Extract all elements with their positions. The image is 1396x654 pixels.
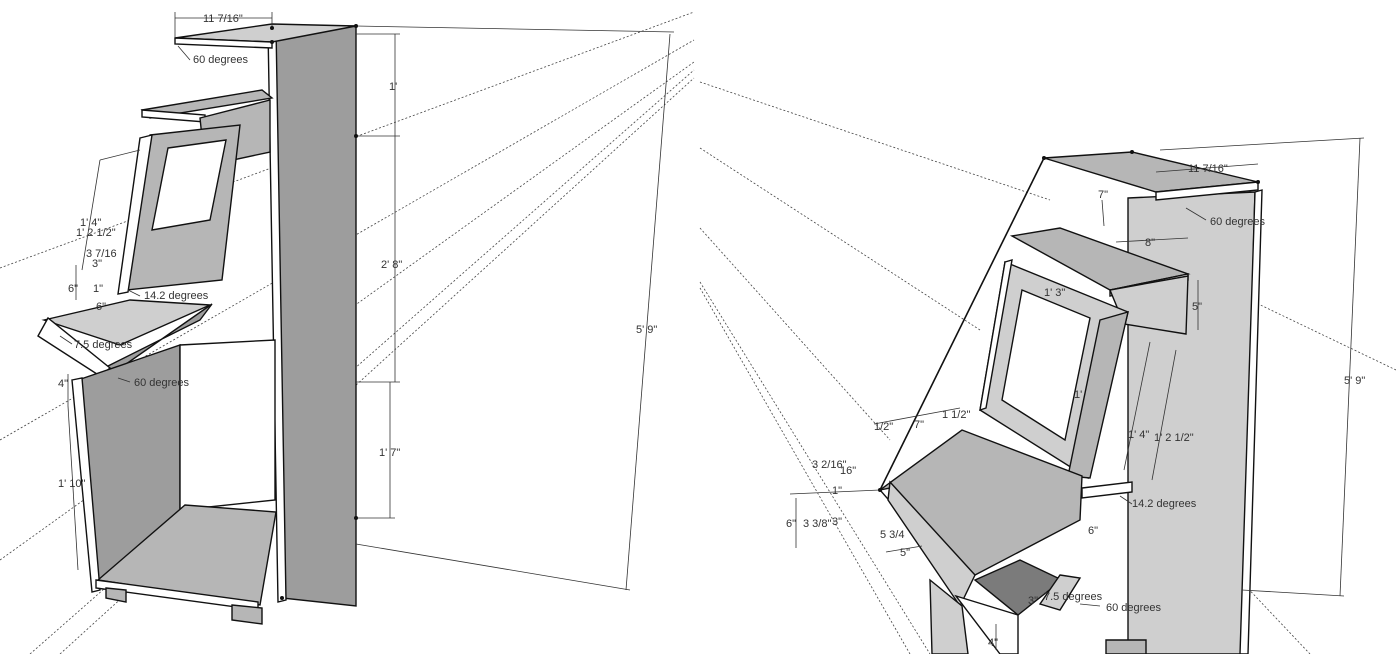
left-dim-small-6: 6" [68, 283, 78, 295]
right-dim-angle-top: 60 degrees [1210, 216, 1266, 228]
right-bezel-edge [979, 259, 1013, 412]
right-dim-top-depth: 11 7/16" [1188, 163, 1228, 175]
right-lower-side [1038, 574, 1082, 611]
right-dim-small-5: 5" [1192, 301, 1202, 313]
right-control-stick [1081, 481, 1133, 499]
left-dim-small-3-7: 3 7/16 [86, 248, 117, 260]
left-dim-top-depth: 11 7/16" [203, 13, 243, 25]
left-marquee-front [141, 109, 206, 123]
left-interior-back [179, 339, 276, 511]
left-lower-front-edge [71, 377, 101, 593]
left-top-cap-front [174, 37, 273, 49]
right-dim-small-16: 16" [840, 465, 856, 477]
right-dim-shelf-8: 8" [1145, 237, 1155, 249]
right-perspective-guides [699, 81, 1396, 654]
right-dim-angle-panel: 14.2 degrees [1132, 498, 1197, 510]
vertex-markers [270, 24, 1260, 600]
right-dimensions: 11 7/16" 60 degrees 7" 8" 5" 1' 3" 5' 9"… [786, 137, 1365, 650]
left-dim-angle-panel: 14.2 degrees [144, 290, 209, 302]
right-dim-top-1-1-2: 1 1/2" [942, 409, 970, 421]
right-lower-front [929, 578, 969, 654]
right-dim-top-1-2: 1/2" [874, 421, 893, 433]
left-dim-1ft7: 1' 7" [379, 447, 400, 459]
left-dimensions: 11 7/16" 60 degrees 1' 2' 8" 1' 7" 5' 9"… [58, 12, 675, 591]
right-dim-screen-1ft: 1' [1074, 389, 1082, 401]
right-dim-front-1ft2: 1' 2 1/2" [1154, 432, 1194, 444]
left-dim-small-1: 1" [93, 283, 103, 295]
right-dim-small-6b: 6" [1088, 525, 1098, 537]
right-dim-small-6: 6" [786, 518, 796, 530]
right-dim-total-height: 5' 9" [1344, 375, 1365, 387]
right-monitor-screen [1001, 289, 1091, 442]
right-dim-small-1: 1" [832, 485, 842, 497]
left-foot-right [231, 604, 263, 625]
left-control-panel-lip [37, 316, 112, 377]
right-lower-lip [954, 594, 1019, 654]
right-dim-angle-lower: 60 degrees [1106, 602, 1162, 614]
right-dim-small-5-3-4: 5 3/4 [880, 529, 904, 541]
left-dim-angle-top: 60 degrees [193, 54, 249, 66]
right-dim-angle-control: 7.5 degrees [1044, 591, 1103, 603]
right-dim-small-7: 7" [1098, 189, 1108, 201]
right-base-block [1105, 639, 1147, 654]
left-bezel-edge [117, 134, 153, 295]
left-dim-angle-control: 7.5 degrees [74, 339, 133, 351]
right-side-panel-edge [1239, 189, 1263, 654]
left-dim-front-1ft4: 1' 4" [80, 217, 101, 229]
right-dim-bezel-1ft3: 1' 3" [1044, 287, 1065, 299]
right-dim-small-3b: 3" [1028, 595, 1038, 607]
right-dim-small-4: 4" [988, 637, 998, 649]
right-dim-small-5: 5" [900, 547, 910, 559]
right-dim-front-1ft4: 1' 4" [1128, 429, 1149, 441]
right-dim-small-3-2-16: 3 2/16" [812, 459, 847, 471]
right-dim-top-7: 7" [914, 419, 924, 431]
left-dim-small-6b: 6" [96, 301, 106, 313]
right-dim-small-3-3-8: 3 3/8" [803, 518, 831, 530]
left-monitor-screen [151, 139, 227, 231]
right-dim-small-3: 3" [832, 516, 842, 528]
right-cabinet-view: 11 7/16" 60 degrees 7" 8" 5" 1' 3" 5' 9"… [699, 81, 1396, 654]
left-dim-small-4: 4" [58, 378, 68, 390]
left-dim-1ft: 1' [389, 81, 397, 93]
left-foot-left [105, 587, 127, 603]
right-top-cap-front [1155, 181, 1259, 201]
left-dim-small-3: 3" [92, 258, 102, 270]
left-dim-front-1ft2: 1' 2 1/2" [76, 227, 116, 239]
left-cabinet-view: 11 7/16" 60 degrees 1' 2' 8" 1' 7" 5' 9"… [0, 11, 695, 654]
left-dim-angle-lower: 60 degrees [134, 377, 190, 389]
right-monitor-side [1067, 311, 1129, 479]
right-front-edge-line [879, 157, 1045, 491]
left-dim-1ft10: 1' 10" [58, 478, 86, 490]
left-dim-2ft8: 2' 8" [381, 259, 402, 271]
left-dim-total-height: 5' 9" [636, 324, 657, 336]
